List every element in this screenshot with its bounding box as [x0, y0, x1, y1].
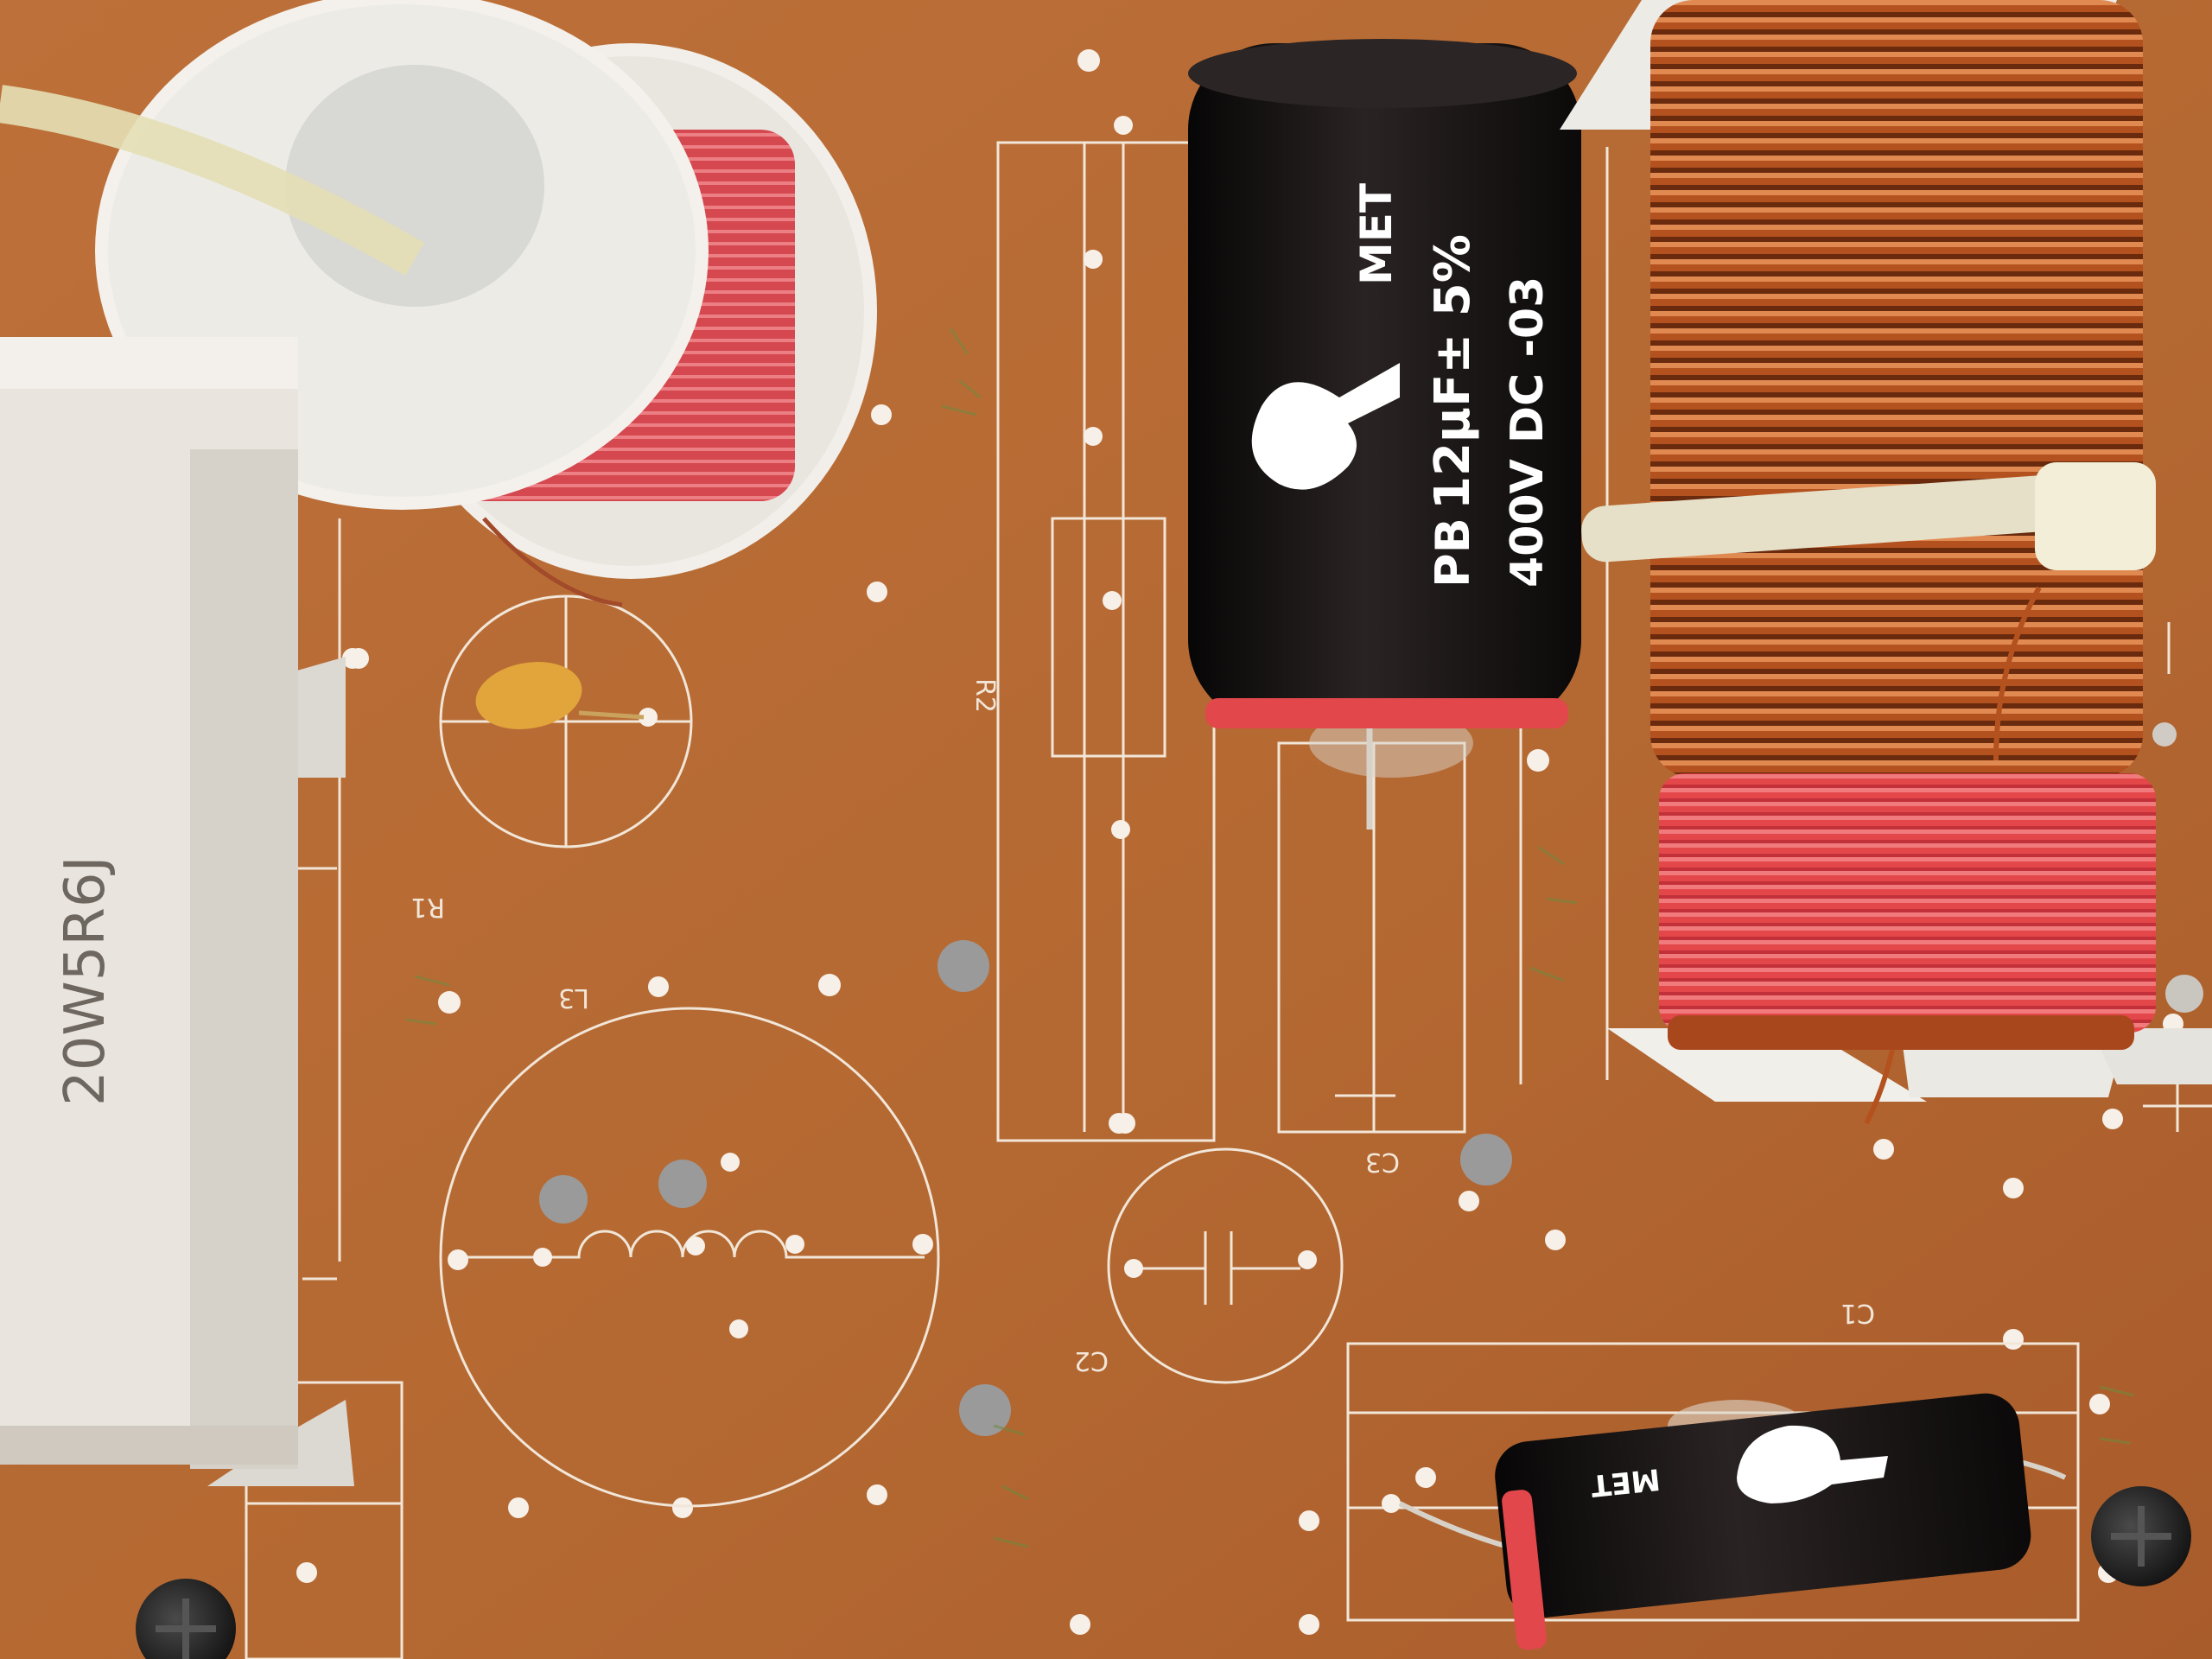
capacitor-large-label: MET PB 12μF± 5% 400V DC -03	[1251, 183, 1554, 588]
r1-footprint	[245, 518, 404, 1659]
capacitor-small	[1398, 1393, 2067, 1650]
cap-capacitance: 12μF± 5%	[1425, 234, 1481, 510]
r2-footprint	[996, 141, 1216, 1142]
cap-voltage: 400V DC -03	[1502, 276, 1554, 588]
label-r1: R1	[410, 892, 445, 922]
cap-brand: MET	[1351, 183, 1402, 285]
met-logo-small-icon	[1737, 1425, 1888, 1503]
met-logo-icon	[1251, 363, 1400, 490]
rivet-right-lower	[2152, 722, 2177, 747]
resistor-marking: 20W5R6J	[54, 856, 118, 1107]
l3-footprint	[439, 1007, 940, 1508]
disc-capacitor	[475, 662, 582, 729]
c2-footprint	[1107, 1147, 1344, 1384]
rivet-right-upper	[2165, 975, 2203, 1013]
flux-residue	[405, 327, 2135, 1548]
label-c1: C1	[1840, 1298, 1875, 1328]
ceramic-resistor	[0, 337, 354, 1486]
cap-type: PB	[1426, 518, 1480, 588]
screw-bottom-left-icon	[136, 1579, 236, 1659]
cap-small-brand: MET	[1588, 1461, 1662, 1503]
label-l3: L3	[558, 982, 589, 1013]
label-c3: C3	[1365, 1147, 1400, 1177]
label-c2: C2	[1074, 1345, 1109, 1376]
large-pads	[539, 940, 1512, 1436]
large-inductor	[1560, 0, 2212, 1125]
screw-bottom-right-icon	[2091, 1486, 2191, 1586]
label-r2: R2	[969, 678, 1000, 713]
small-inductor	[0, 0, 877, 607]
disc-cap-footprint	[439, 594, 693, 849]
